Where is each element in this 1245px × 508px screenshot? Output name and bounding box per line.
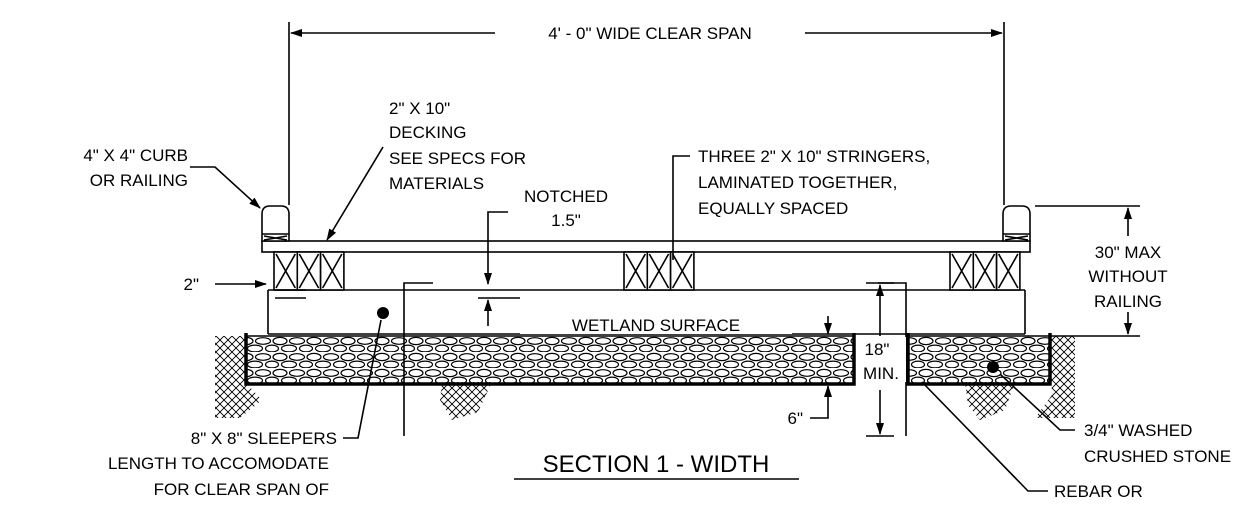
curb-label-1: 4" X 4" CURB — [83, 146, 188, 165]
rebar-dot-right — [987, 361, 999, 373]
stringer-cross — [671, 253, 693, 289]
stringer-cross — [321, 253, 343, 289]
stringer-cross — [625, 253, 646, 289]
six-inch-label: 6" — [788, 409, 804, 428]
sleepers-label-3: FOR CLEAR SPAN OF — [154, 480, 329, 499]
curb-label-2: OR RAILING — [90, 171, 188, 190]
stone-label-1: 3/4" WASHED — [1084, 421, 1192, 440]
stringer-cross — [974, 253, 996, 289]
stringer-cross — [298, 253, 320, 289]
crushed-stone-bed — [244, 333, 1052, 386]
stringer-cross — [997, 253, 1019, 289]
stringers — [273, 251, 1021, 291]
curb-right — [1002, 205, 1031, 242]
curb-left — [261, 205, 290, 242]
sleepers-label-1: 8" X 8" SLEEPERS — [191, 429, 337, 448]
notched-label-1: NOTCHED — [524, 187, 608, 206]
section-title: SECTION 1 - WIDTH — [543, 451, 770, 478]
eighteen-min-label-1: 18" — [865, 340, 890, 359]
decking-board — [261, 240, 1031, 253]
decking-label-3: SEE SPECS FOR — [389, 149, 526, 168]
stringer-group-1 — [273, 251, 345, 291]
rebar-dot-left — [377, 307, 389, 319]
leaders — [190, 146, 1140, 492]
two-inch-label: 2" — [184, 275, 200, 294]
max-height-label-2: WITHOUT — [1088, 267, 1167, 286]
stringer-cross — [951, 253, 972, 289]
max-height-label-3: RAILING — [1094, 292, 1162, 311]
earth-hatch — [215, 336, 1075, 420]
decking-label-1: 2" X 10" — [389, 99, 450, 118]
labels: 4" X 4" CURB OR RAILING 2" X 10" DECKING… — [83, 99, 1231, 501]
stringer-group-2 — [623, 251, 695, 291]
eighteen-min-label-2: MIN. — [863, 364, 899, 383]
stringers-label-2: LAMINATED TOGETHER, — [698, 173, 897, 192]
stringer-cross — [648, 253, 670, 289]
rebar-label: REBAR OR — [1054, 482, 1143, 501]
stringers-label-1: THREE 2" X 10" STRINGERS, — [698, 147, 930, 166]
wetland-surface-label: WETLAND SURFACE — [572, 316, 740, 335]
notched-label-2: 1.5" — [551, 211, 581, 230]
stringer-group-3 — [949, 251, 1021, 291]
sleepers-label-2: LENGTH TO ACCOMODATE — [108, 454, 329, 473]
clear-span-dimension: 4' - 0" WIDE CLEAR SPAN — [288, 22, 1005, 205]
stringer-cross — [275, 253, 296, 289]
decking-label-4: MATERIALS — [389, 174, 484, 193]
stone-label-2: CRUSHED STONE — [1084, 447, 1231, 466]
clear-span-label: 4' - 0" WIDE CLEAR SPAN — [548, 24, 752, 43]
max-height-label-1: 30" MAX — [1095, 243, 1162, 262]
decking-label-2: DECKING — [389, 123, 466, 142]
stringers-label-3: EQUALLY SPACED — [698, 199, 848, 218]
